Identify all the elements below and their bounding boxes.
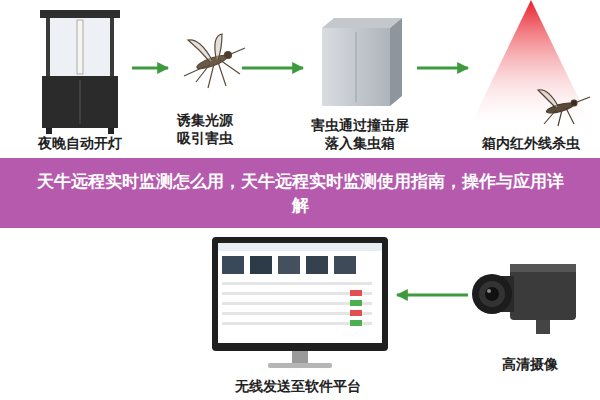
step-node: 害虫通过撞击屏 落入集虫箱 bbox=[305, 15, 415, 152]
step-caption: 害虫通过撞击屏 落入集虫箱 bbox=[305, 116, 415, 152]
flow-arrow bbox=[132, 67, 168, 70]
title-banner: 天牛远程实时监测怎么用，天牛远程实时监测使用指南，操作与应用详解 bbox=[0, 158, 600, 228]
step-caption: 诱集光源 吸引害虫 bbox=[170, 111, 240, 147]
step-caption: 无线发送至软件平台 bbox=[235, 377, 361, 395]
step-caption: 高清摄像 bbox=[502, 355, 558, 373]
step-caption: 箱内红外线杀虫 bbox=[482, 134, 580, 152]
title: 天牛远程实时监测怎么用，天牛远程实时监测使用指南，操作与应用详解 bbox=[30, 169, 570, 217]
flow-arrow bbox=[417, 67, 468, 70]
step-node: 高清摄像 bbox=[470, 245, 590, 373]
step-node: 箱内红外线杀虫 bbox=[470, 0, 592, 152]
step-caption: 夜晚自动开灯 bbox=[38, 134, 122, 152]
hd-camera bbox=[472, 264, 576, 334]
collection-box bbox=[322, 18, 402, 106]
step-node: 无线发送至软件平台 bbox=[200, 232, 395, 395]
step-node: 夜晚自动开灯 bbox=[30, 8, 130, 152]
flow-arrow bbox=[397, 294, 468, 297]
mosquito bbox=[184, 34, 245, 88]
mosquito bbox=[538, 90, 590, 126]
monitor bbox=[212, 237, 388, 368]
light-trap-device bbox=[40, 10, 120, 134]
flow-arrow bbox=[242, 67, 303, 70]
step-node: 诱集光源 吸引害虫 bbox=[170, 25, 240, 147]
infrared-light bbox=[472, 0, 590, 122]
